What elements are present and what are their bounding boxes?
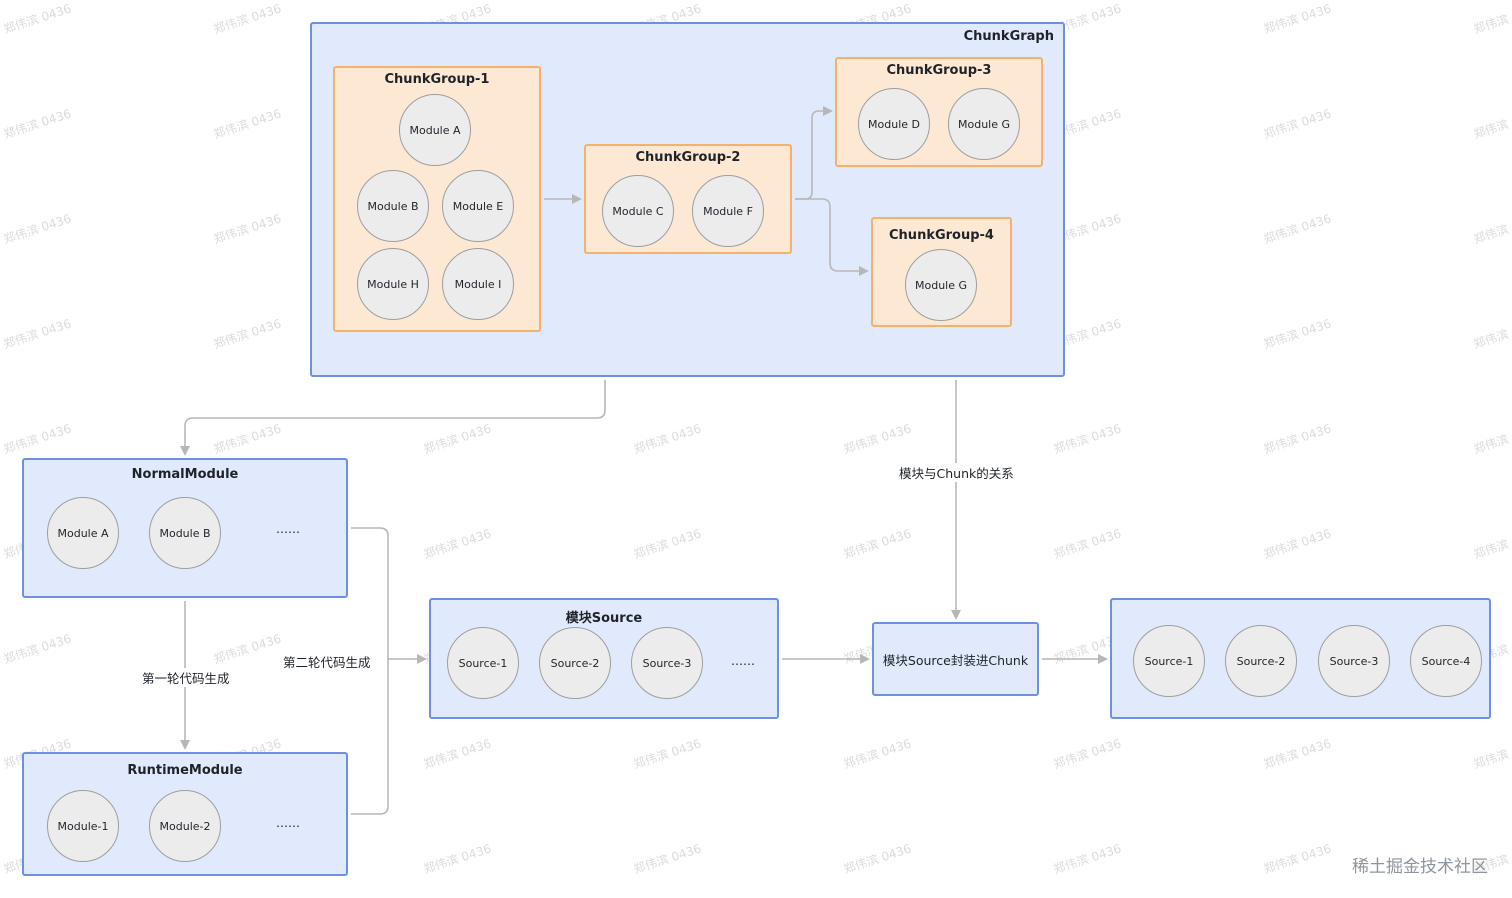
source-node: Source-3	[631, 627, 703, 699]
source-node: Source-4	[1410, 625, 1482, 697]
module-node: Module D	[858, 88, 930, 160]
output-chunk-box: Source-1 Source-2 Source-3 Source-4	[1110, 598, 1491, 719]
more-ellipsis: ……	[276, 816, 300, 830]
source-node: Source-1	[1133, 625, 1205, 697]
chunk-group-3-title: ChunkGroup-3	[886, 63, 992, 78]
module-node: Module G	[948, 88, 1020, 160]
chunk-group-3: ChunkGroup-3 Module D Module G	[835, 57, 1043, 167]
chunk-group-1: ChunkGroup-1 Module A Module B Module E …	[333, 66, 541, 332]
module-source-title: 模块Source	[565, 611, 643, 626]
site-watermark: 稀土掘金技术社区	[1352, 857, 1488, 877]
module-node: Module F	[692, 175, 764, 247]
wrap-into-chunk-box: 模块Source封装进Chunk	[872, 622, 1039, 696]
edge-label-second-round: 第二轮代码生成	[283, 655, 371, 670]
line-normal-to-merge	[351, 527, 389, 815]
source-node: Source-3	[1318, 625, 1390, 697]
normal-module-title: NormalModule	[131, 467, 239, 482]
chunk-group-1-title: ChunkGroup-1	[384, 72, 490, 87]
source-node: Source-1	[447, 627, 519, 699]
module-node: Module E	[442, 170, 514, 242]
module-node: Module C	[602, 175, 674, 247]
source-node: Source-2	[1225, 625, 1297, 697]
module-node: Module-1	[47, 790, 119, 862]
arrow-cg2-to-cg4	[795, 198, 869, 276]
module-node: Module G	[905, 249, 977, 321]
chunk-group-4: ChunkGroup-4 Module G	[871, 217, 1012, 327]
arrow-graph-to-normal	[180, 380, 606, 456]
module-node: Module B	[149, 497, 221, 569]
edge-label-first-round: 第一轮代码生成	[140, 668, 232, 687]
more-ellipsis: ……	[731, 654, 755, 668]
module-source-box: 模块Source Source-1 Source-2 Source-3 ……	[429, 598, 779, 719]
chunk-group-4-title: ChunkGroup-4	[889, 228, 994, 243]
wrap-into-chunk-label: 模块Source封装进Chunk	[882, 652, 1029, 668]
chunk-group-2-title: ChunkGroup-2	[635, 150, 741, 165]
module-node: Module A	[47, 497, 119, 569]
arrow-cg2-to-cg3	[795, 106, 833, 200]
more-ellipsis: ……	[276, 522, 300, 536]
chunk-group-2: ChunkGroup-2 Module C Module F	[584, 144, 792, 254]
module-node: Module-2	[149, 790, 221, 862]
chunk-graph-title: ChunkGraph	[963, 29, 1054, 44]
module-node: Module I	[442, 248, 514, 320]
edge-label-relation: 模块与Chunk的关系	[897, 463, 1016, 482]
module-node: Module H	[357, 248, 429, 320]
runtime-module-title: RuntimeModule	[127, 763, 243, 778]
normal-module-box: NormalModule Module A Module B ……	[22, 458, 348, 598]
runtime-module-box: RuntimeModule Module-1 Module-2 ……	[22, 752, 348, 876]
module-node: Module A	[399, 94, 471, 166]
module-node: Module B	[357, 170, 429, 242]
source-node: Source-2	[539, 627, 611, 699]
